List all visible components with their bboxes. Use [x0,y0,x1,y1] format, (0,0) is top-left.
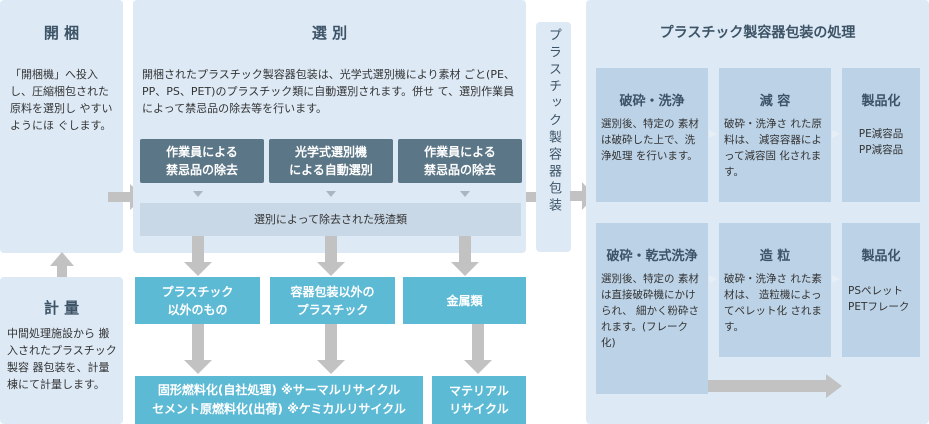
crush-wash-text: 選別後、特定の 素材は破砕した上で、洗浄処理 を行います。 [601,118,699,162]
residue-bar: 選別によって除去された残渣類 [140,203,521,236]
product-2-title: 製品化 [861,249,901,264]
output-metals: 金属類 [403,277,526,324]
crush-dry-wash-text: 選別後、特定の 素材は直接破砕機にかけられ、 細かく粉砕されます。(フレーク 化… [601,273,699,349]
sorting-box-worker-1: 作業員による 禁忌品の除去 [140,139,264,183]
granulation-text: 破砕・洗浄さ れた素材は、 造粒機によってペレット化 されます。 [724,273,822,333]
right-arrow-3 [570,182,595,210]
final-fuel-line2: セメント原燃料化(出荷) ※ケミカルリサイクル [152,402,406,416]
sorting-box-optical: 光学式選別機 による自動選別 [269,139,393,183]
kaihou-title: 開 梱 [43,24,80,42]
product-1-text: PE減容品 PP減容品 [858,128,904,156]
vertical-label-panel: プラスチック製容器包装 [536,22,571,252]
output-non-plastic: プラスチック 以外のもの [135,277,260,324]
keiryo-panel: 計 量 中間処理施設から 搬入されたプラスチック製容 器包装を、計量棟にて計量し… [0,277,123,424]
product-1-title: 製品化 [861,94,901,109]
right-arrow-2 [526,192,536,202]
process-crush-wash: 破砕・洗浄 選別後、特定の 素材は破砕した上で、洗浄処理 を行います。 [596,68,708,202]
granulation-title: 造 粒 [759,249,791,264]
process-granulation: 造 粒 破砕・洗浄さ れた素材は、 造粒機によってペレット化 されます。 [719,223,831,357]
residue-label: 選別によって除去された残渣類 [253,213,408,226]
shori-title: プラスチック製容器包装の処理 [659,25,856,41]
sorting-box-worker-2: 作業員による 禁忌品の除去 [398,139,522,183]
up-arrow [50,252,74,282]
kaihou-text: 「開梱機」へ投入し、圧縮梱包された原料を選別し やすいようにほ ぐします。 [10,68,113,132]
volume-reduction-title: 減 容 [759,94,791,109]
process-product-1: 製品化 PE減容品 PP減容品 [842,68,920,202]
senbetsu-text: 開梱されたプラスチック製容器包装は、光学式選別機により素材 ごと(PE、PP、P… [142,68,515,115]
final-material-recycle: マテリアル リサイクル [432,376,526,424]
vertical-label: プラスチック製容器包装 [546,28,561,215]
product-2-text: PSペレット PETフレーク [848,285,910,313]
process-product-2: 製品化 PSペレット PETフレーク [842,223,920,357]
process-volume-reduction: 減 容 破砕・洗浄さ れた原料は、 減容容器によって減容固 化されます。 [719,68,831,202]
crush-dry-wash-title: 破砕・乾式洗浄 [606,249,698,264]
final-fuel-recycle: 固形燃料化(自社処理) ※サーマルリサイクル セメント原燃料化(出荷) ※ケミカ… [135,376,423,424]
kaihou-panel: 開 梱 「開梱機」へ投入し、圧縮梱包された原料を選別し やすいようにほ ぐします… [0,0,123,253]
output-non-container-plastic: 容器包装以外の プラスチック [270,277,395,324]
crush-wash-title: 破砕・洗浄 [619,94,685,109]
process-crush-dry-wash: 破砕・乾式洗浄 選別後、特定の 素材は直接破砕機にかけられ、 細かく粉砕されます… [596,223,708,394]
senbetsu-title: 選 別 [311,24,348,42]
volume-reduction-text: 破砕・洗浄さ れた原料は、 減容容器によって減容固 化されます。 [724,118,822,178]
keiryo-title: 計 量 [43,299,80,317]
keiryo-text: 中間処理施設から 搬入されたプラスチック製容 器包装を、計量棟にて計量します。 [7,327,117,391]
final-fuel-line1: 固形燃料化(自社処理) ※サーマルリサイクル [157,383,401,397]
